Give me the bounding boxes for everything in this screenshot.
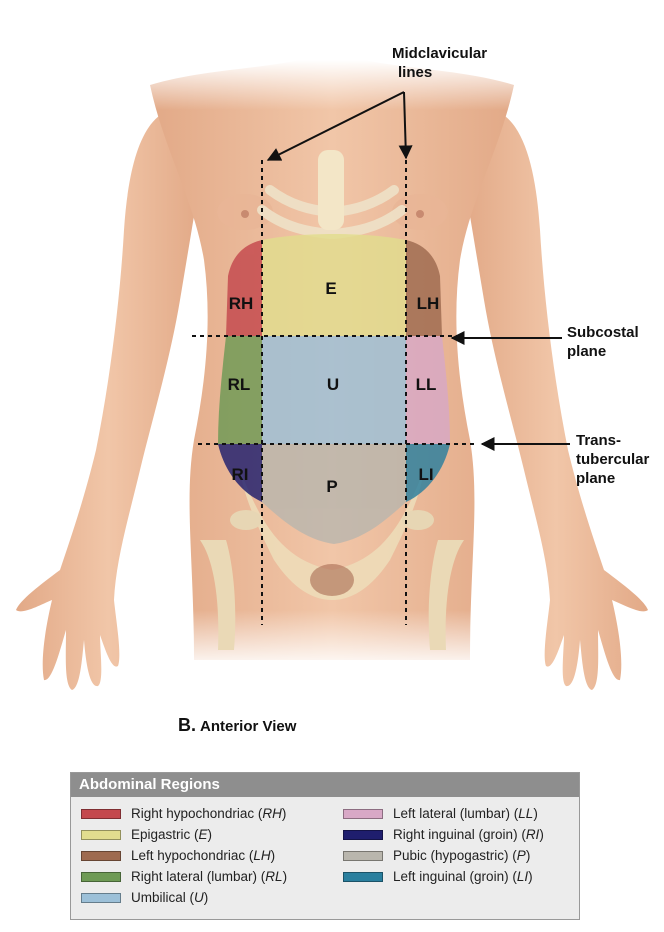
label-ll: LL <box>416 375 437 394</box>
legend-item-close: ) <box>539 827 544 842</box>
label-u: U <box>327 375 339 394</box>
legend-item-close: ) <box>203 890 209 905</box>
region-ri <box>218 444 262 502</box>
arrow-midclavicular-left <box>398 91 413 160</box>
legend-item-abbr: LI <box>516 869 529 884</box>
legend-item-name: Left inguinal (groin) ( <box>393 869 517 884</box>
transtubercular-label: Trans- tubercular plane <box>576 432 654 487</box>
midclavicular-label-line2: lines <box>398 64 432 81</box>
legend-item: Epigastric (E) <box>81 826 287 844</box>
legend-item-abbr: RH <box>262 806 282 821</box>
legend-item-abbr: LL <box>518 806 534 821</box>
region-labels: RH E LH RL U LL RI P LI <box>228 279 440 496</box>
legend-item-name: Right hypochondriac ( <box>131 806 263 821</box>
legend-swatch <box>343 851 383 861</box>
legend-item-close: ) <box>282 869 288 884</box>
sternum <box>318 150 344 230</box>
legend-item-abbr: RL <box>265 869 283 884</box>
legend-swatch <box>81 830 121 840</box>
caption-letter: B. <box>178 715 196 735</box>
legend-item-abbr: E <box>198 827 208 842</box>
label-p: P <box>326 477 337 496</box>
legend-item-close: ) <box>525 848 531 863</box>
body-silhouette <box>0 60 664 690</box>
pelvis <box>200 470 464 650</box>
subcostal-label: Subcostal plane <box>567 324 643 360</box>
legend-item-name: Umbilical ( <box>131 890 195 905</box>
figure-caption: B.Anterior View <box>178 715 296 736</box>
legend-item: Pubic (hypogastric) (P) <box>343 847 544 865</box>
subcostal-label-line2: plane <box>567 343 606 360</box>
legend-swatch <box>81 851 121 861</box>
region-rh <box>226 240 262 336</box>
legend-item-close: ) <box>281 806 287 821</box>
legend-title: Abdominal Regions <box>71 773 579 797</box>
legend-item-abbr: P <box>516 848 526 863</box>
region-rl <box>218 336 262 444</box>
region-lh <box>406 240 442 336</box>
transtubercular-label-line2: tubercular <box>576 451 650 468</box>
legend-swatch <box>81 893 121 903</box>
label-e: E <box>325 279 336 298</box>
legend-item-name: Right lateral (lumbar) ( <box>131 869 266 884</box>
legend-item-name: Left hypochondriac ( <box>131 848 254 863</box>
legend-item: Right hypochondriac (RH) <box>81 805 287 823</box>
midclavicular-label: Midclavicular lines <box>392 45 491 81</box>
legend-item-name: Left lateral (lumbar) ( <box>393 806 519 821</box>
legend-swatch <box>81 872 121 882</box>
legend-item-name: Right inguinal (groin) ( <box>393 827 526 842</box>
region-u <box>262 336 406 444</box>
region-p <box>262 444 406 544</box>
legend-item: Umbilical (U) <box>81 889 287 907</box>
legend-item-close: ) <box>270 848 276 863</box>
legend-item: Left hypochondriac (LH) <box>81 847 287 865</box>
label-ri: RI <box>232 465 249 484</box>
transtubercular-label-line1: Trans- <box>576 432 621 449</box>
legend-item-close: ) <box>528 869 533 884</box>
midclavicular-label-line1: Midclavicular <box>392 45 487 62</box>
legend-item: Right lateral (lumbar) (RL) <box>81 868 287 886</box>
region-e <box>262 234 406 336</box>
region-ll <box>406 336 450 444</box>
legend-item-abbr: RI <box>525 827 540 842</box>
legend-item: Left inguinal (groin) (LI) <box>343 868 544 886</box>
legend-swatch <box>343 872 383 882</box>
arrow-midclavicular-right <box>266 91 405 161</box>
region-li <box>406 444 450 502</box>
legend-item: Right inguinal (groin) (RI) <box>343 826 544 844</box>
label-rh: RH <box>229 294 254 313</box>
transtubercular-label-line3: plane <box>576 470 615 487</box>
legend-item-abbr: U <box>194 890 204 905</box>
legend-swatch <box>81 809 121 819</box>
reference-lines <box>192 160 474 625</box>
label-li: LI <box>418 465 433 484</box>
label-rl: RL <box>228 375 251 394</box>
annotation-arrows <box>266 91 570 451</box>
legend-column-left: Right hypochondriac (RH) Epigastric (E) … <box>81 805 287 910</box>
legend-item-close: ) <box>207 827 213 842</box>
subcostal-label-line1: Subcostal <box>567 324 639 341</box>
legend-box: Abdominal Regions Right hypochondriac (R… <box>70 772 580 920</box>
abdominal-regions <box>218 234 450 544</box>
legend-item: Left lateral (lumbar) (LL) <box>343 805 544 823</box>
label-lh: LH <box>417 294 440 313</box>
legend-item-name: Epigastric ( <box>131 827 199 842</box>
anatomy-figure: RH E LH RL U LL RI P LI Midclavicular li… <box>0 45 664 690</box>
legend-item-abbr: LH <box>253 848 271 863</box>
caption-text: Anterior View <box>200 718 297 735</box>
legend-item-name: Pubic (hypogastric) ( <box>393 848 517 863</box>
legend-item-close: ) <box>533 806 538 821</box>
legend-swatch <box>343 809 383 819</box>
legend-swatch <box>343 830 383 840</box>
legend-column-right: Left lateral (lumbar) (LL) Right inguina… <box>343 805 544 889</box>
